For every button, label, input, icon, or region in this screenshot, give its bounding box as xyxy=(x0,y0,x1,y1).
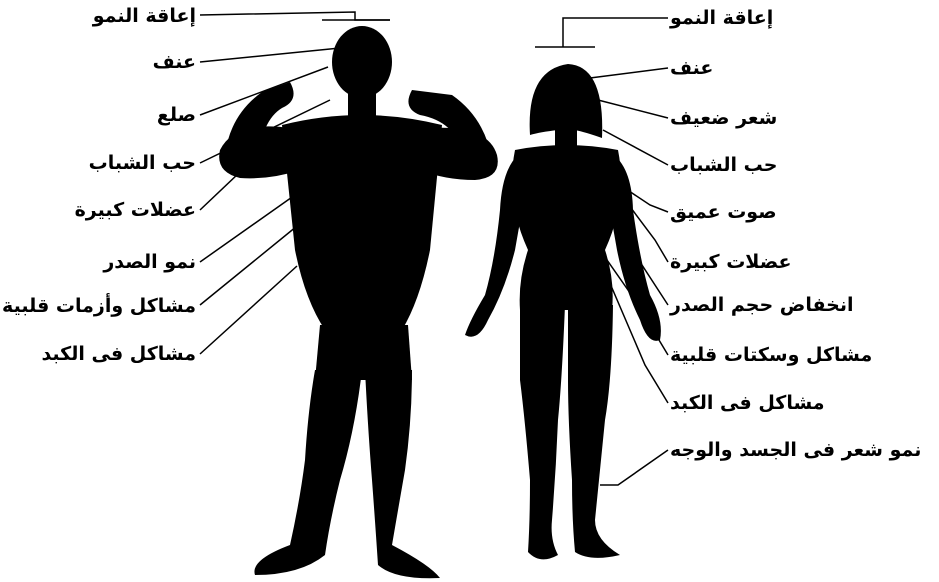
female-silhouette xyxy=(465,64,661,559)
female-label-liver-problems: مشاكل فى الكبد xyxy=(670,391,825,415)
female-label-aggression: عنف xyxy=(670,56,713,80)
male-label-growth-stunting: إعاقة النمو xyxy=(93,4,196,28)
male-label-liver-problems: مشاكل فى الكبد xyxy=(41,342,196,366)
male-label-heart-problems: مشاكل وأزمات قلبية xyxy=(2,294,196,318)
male-label-large-muscles: عضلات كبيرة xyxy=(75,198,196,222)
male-label-acne: حب الشباب xyxy=(89,151,196,175)
male-silhouette xyxy=(219,26,498,578)
female-label-weak-hair: شعر ضعيف xyxy=(670,106,777,130)
male-label-baldness: صلع xyxy=(157,103,196,127)
female-label-breast-reduction: انخفاض حجم الصدر xyxy=(670,293,854,317)
male-label-breast-growth: نمو الصدر xyxy=(103,250,196,274)
female-label-heart-problems: مشاكل وسكتات قلبية xyxy=(670,343,872,367)
female-label-acne: حب الشباب xyxy=(670,153,777,177)
female-label-large-muscles: عضلات كبيرة xyxy=(670,250,791,274)
male-label-aggression: عنف xyxy=(153,50,196,74)
female-label-body-hair: نمو شعر فى الجسد والوجه xyxy=(670,438,921,462)
female-label-growth-stunting: إعاقة النمو xyxy=(670,6,773,30)
female-label-deep-voice: صوت عميق xyxy=(670,200,777,224)
